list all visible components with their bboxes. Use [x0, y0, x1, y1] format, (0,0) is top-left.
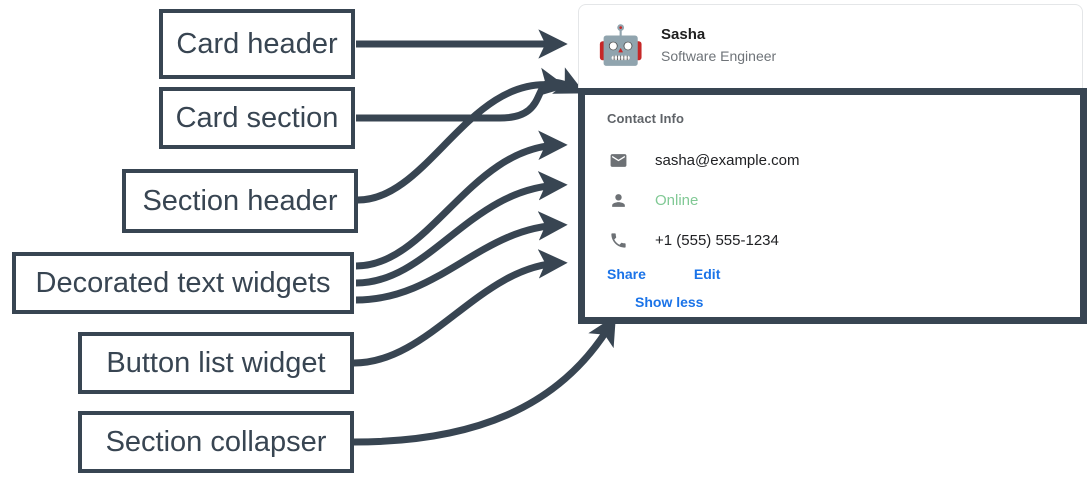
annotation-section-header-label: Section header [142, 184, 338, 217]
phone-icon [607, 231, 629, 250]
decorated-text-row-email: sasha@example.com [607, 140, 1080, 180]
annotation-card-header-label: Card header [176, 27, 338, 60]
edit-button[interactable]: Edit [693, 266, 721, 282]
annotation-button-list-widget-label: Button list widget [106, 346, 326, 379]
arrow-decorated-text-1 [355, 130, 568, 270]
person-icon [607, 191, 629, 210]
arrow-decorated-text-2 [355, 171, 568, 287]
card-header-title: Sasha [661, 26, 706, 43]
annotation-section-collapser-label: Section collapser [105, 425, 327, 458]
card-header-subtitle: Software Engineer [661, 48, 777, 64]
decorated-text-row-status: Online [607, 180, 1080, 220]
annotation-card-section: Card section [159, 87, 355, 149]
profile-card: 🤖 Sasha Software Engineer Contact Info s… [578, 4, 1087, 324]
arrow-section-header [357, 67, 568, 204]
annotation-button-list-widget: Button list widget [78, 332, 354, 394]
arrow-decorated-text-3 [355, 211, 568, 304]
decorated-text-label-phone: +1 (555) 555-1234 [655, 231, 779, 249]
decorated-text-label-status: Online [655, 191, 699, 209]
card-header: 🤖 Sasha Software Engineer [579, 5, 1082, 87]
annotation-decorated-text-widgets: Decorated text widgets [12, 252, 354, 314]
decorated-text-label-email: sasha@example.com [655, 151, 800, 169]
card-section: Contact Info sasha@example.com Online [578, 88, 1087, 324]
annotation-card-section-label: Card section [175, 101, 339, 134]
show-less-button[interactable]: Show less [635, 294, 704, 310]
share-button[interactable]: Share [607, 266, 646, 282]
annotation-section-collapser: Section collapser [78, 411, 354, 473]
button-list-widget: Share Edit [607, 266, 1080, 282]
arrow-card-section-curve [499, 67, 585, 122]
section-header: Contact Info [607, 111, 685, 126]
annotation-section-header: Section header [122, 169, 358, 233]
annotation-card-header: Card header [159, 9, 355, 79]
robot-avatar-icon: 🤖 [597, 25, 645, 67]
arrow-section-collapser [353, 315, 616, 446]
arrow-button-list [353, 249, 568, 367]
decorated-text-row-phone: +1 (555) 555-1234 [607, 220, 1080, 260]
card-header-text: Sasha Software Engineer [661, 25, 776, 67]
email-icon [607, 151, 629, 170]
annotation-decorated-text-widgets-label: Decorated text widgets [35, 266, 331, 299]
